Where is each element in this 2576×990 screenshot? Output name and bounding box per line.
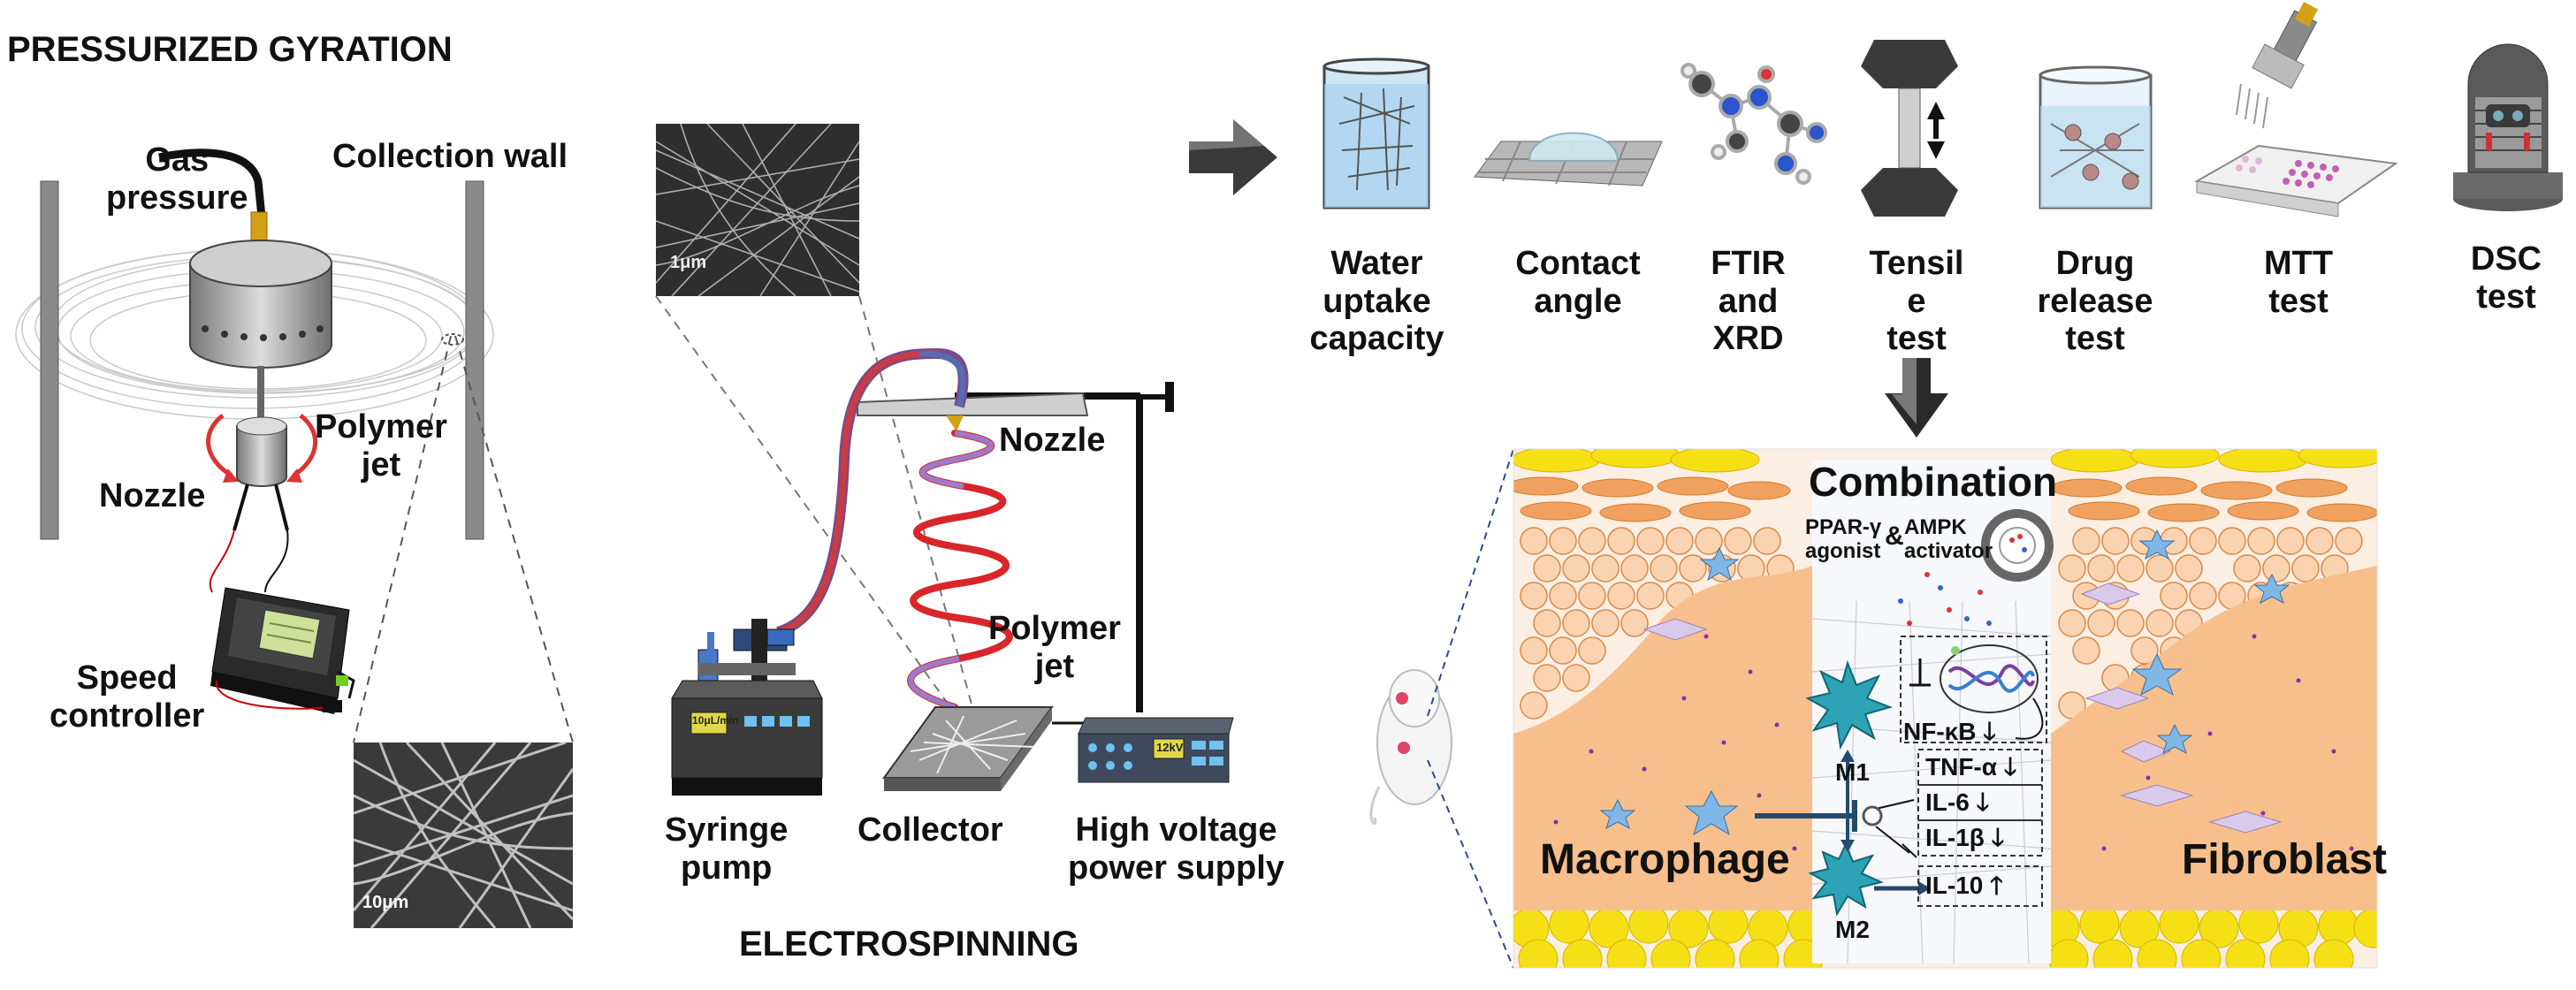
macrophage-m2 — [1808, 842, 1885, 917]
fibroblast-label: Fibroblast — [2182, 836, 2388, 883]
m2-label: M2 — [1835, 916, 1870, 943]
es-nozzle-label: Nozzle — [999, 422, 1106, 459]
water-uptake-beaker-icon — [1322, 57, 1430, 209]
test-label-tensile: Tensil e test — [1869, 245, 1964, 358]
test-label-drug-release: Drug release test — [2037, 245, 2153, 358]
il10-up-arrow: 🡑 — [1990, 872, 2003, 899]
power-supply-display: 12kV — [1156, 741, 1184, 754]
collection-wall-right-post — [465, 180, 484, 540]
pg-sem-image — [354, 742, 573, 928]
contact-angle-droplet-icon — [1474, 132, 1663, 187]
ampersand-label: & — [1885, 522, 1904, 551]
mouse-icon — [1369, 669, 1452, 826]
collector-device — [882, 706, 1054, 791]
nozzle-motor — [236, 425, 287, 487]
syringe-pump-device — [671, 619, 823, 796]
es-nozzle-plate — [857, 392, 1089, 416]
speed-controller-label: Speed controller — [50, 659, 205, 735]
gas-pressure-label: Gas pressure — [106, 141, 248, 217]
small-macrophages — [1599, 529, 2290, 836]
drug-release-beaker-icon — [2039, 65, 2153, 209]
macrophage-label: Macrophage — [1540, 836, 1790, 883]
dsc-instrument-icon — [2453, 43, 2563, 211]
process-arrow-down — [1885, 358, 1948, 438]
power-supply-device — [1078, 717, 1234, 783]
collection-wall-label: Collection wall — [332, 138, 568, 175]
pipette-well-plate-icon — [2194, 2, 2398, 217]
pg-sem-scale-label: 10μm — [362, 893, 409, 912]
combination-label: Combination — [1809, 459, 2058, 505]
dermis-right — [2051, 566, 2377, 910]
rotation-arrow-right — [292, 414, 317, 478]
syringe-pump-label: Syringe pump — [665, 811, 789, 887]
tnf-down-arrow: 🡓 — [2003, 753, 2017, 781]
nfkb-down-arrow: 🡓 — [1983, 718, 1996, 745]
syringe-pump-display: 10μL/min — [692, 714, 739, 727]
il1b-label: IL-1β 🡓 — [1925, 824, 2005, 851]
speed-controller-device — [210, 587, 355, 714]
process-arrow-right — [1189, 119, 1277, 195]
pressurized-gyration-title: PRESSURIZED GYRATION — [7, 30, 453, 69]
collector-label: Collector — [857, 811, 1003, 849]
m1-label: M1 — [1835, 758, 1870, 786]
vessel-orifices — [202, 325, 324, 341]
collection-wall-left-post — [40, 180, 59, 540]
test-label-mtt: MTT test — [2263, 245, 2334, 320]
pg-polymer-jet-label: Polymer jet — [315, 408, 447, 484]
dermis-left — [1513, 566, 1812, 910]
fat-layer-top — [1513, 449, 2377, 473]
power-supply-label: High voltage power supply — [1068, 811, 1284, 887]
il6-down-arrow: 🡓 — [1976, 788, 1990, 816]
test-label-contact-angle: Contact angle — [1515, 245, 1641, 320]
fibroblast-cells — [1642, 583, 2283, 834]
test-label-dsc: DSC test — [2470, 240, 2542, 316]
molecule-icon — [1680, 63, 1827, 185]
gas-hose — [158, 148, 266, 217]
electrospinning-title: ELECTROSPINNING — [739, 925, 1079, 963]
tnf-label: TNF-α 🡓 — [1925, 753, 2017, 781]
macrophage-m1 — [1805, 659, 1894, 750]
il1b-down-arrow: 🡓 — [1991, 824, 2005, 851]
epidermis-top-cells — [1513, 476, 2377, 522]
es-polymer-jet-label: Polymer jet — [988, 610, 1121, 685]
rotation-arrow-left — [206, 414, 233, 478]
test-label-ftir-xrd: FTIR and XRD — [1711, 245, 1786, 358]
il10-label: IL-10 🡑 — [1925, 872, 2003, 899]
nfkb-label: NF-κB 🡓 — [1903, 718, 1996, 745]
es-sem-scale-label: 1μm — [670, 253, 707, 272]
scaffold-drug-icon — [1981, 509, 2054, 582]
ppar-label: PPAR-γ agonist — [1805, 515, 1882, 563]
tensile-tester-icon — [1861, 40, 1958, 217]
ampk-label: AMPK activator — [1904, 515, 1993, 563]
test-label-water-uptake: Water uptake capacity — [1309, 245, 1444, 358]
pg-nozzle-label: Nozzle — [99, 477, 206, 514]
il6-label: IL-6 🡓 — [1925, 788, 1990, 816]
